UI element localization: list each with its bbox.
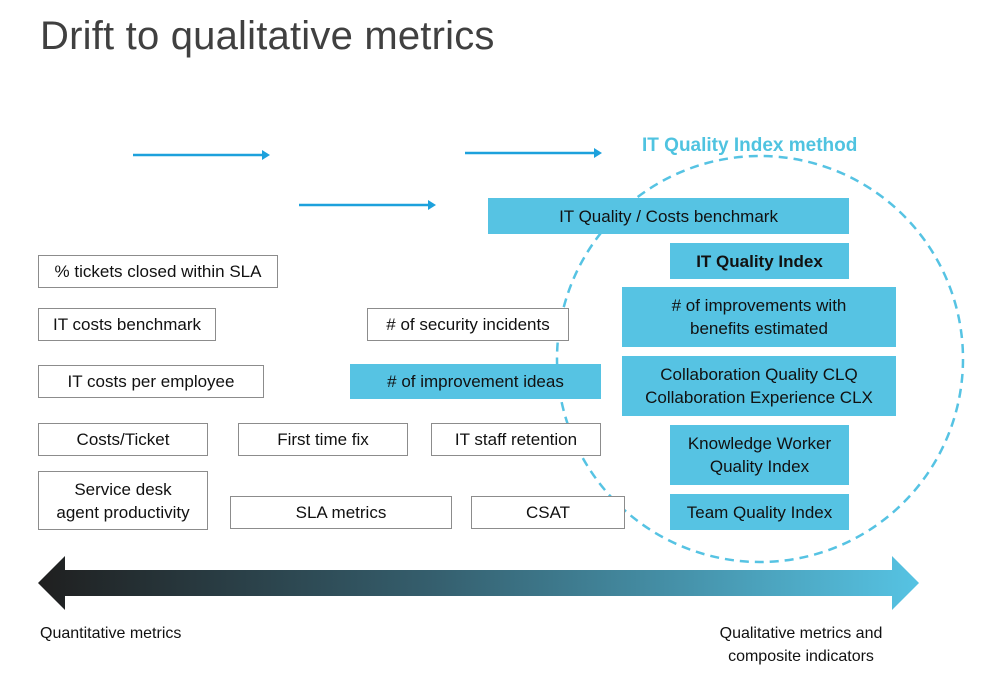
security-incidents-box: # of security incidents — [367, 308, 569, 341]
quantitative-qualitative-axis-arrow — [38, 556, 919, 610]
improvements-estimated-box: # of improvements with benefits estimate… — [622, 287, 896, 347]
quality-costs-benchmark-box: IT Quality / Costs benchmark — [488, 198, 849, 234]
service-desk-box: Service desk agent productivity — [38, 471, 208, 530]
improvement-ideas-box: # of improvement ideas — [350, 364, 601, 399]
it-quality-index-box: IT Quality Index — [670, 243, 849, 279]
quantitative-label: Quantitative metrics — [40, 625, 182, 642]
it-costs-benchmark-box: IT costs benchmark — [38, 308, 216, 341]
it-costs-per-employee-box: IT costs per employee — [38, 365, 264, 398]
tickets-sla-box: % tickets closed within SLA — [38, 255, 278, 288]
team-quality-box: Team Quality Index — [670, 494, 849, 530]
drift-arrow-3 — [299, 200, 436, 210]
method-circle — [555, 154, 965, 564]
drift-arrow-1 — [133, 150, 270, 160]
csat-box: CSAT — [471, 496, 625, 529]
sla-metrics-box: SLA metrics — [230, 496, 452, 529]
knowledge-worker-box: Knowledge Worker Quality Index — [670, 425, 849, 485]
collaboration-box: Collaboration Quality CLQ Collaboration … — [622, 356, 896, 416]
qualitative-label: Qualitative metrics and composite indica… — [719, 625, 883, 665]
first-time-fix-box: First time fix — [238, 423, 408, 456]
staff-retention-box: IT staff retention — [431, 423, 601, 456]
drift-arrow-2 — [465, 148, 602, 158]
costs-ticket-box: Costs/Ticket — [38, 423, 208, 456]
method-label: IT Quality Index method — [642, 135, 858, 156]
page-title: Drift to qualitative metrics — [40, 14, 495, 58]
